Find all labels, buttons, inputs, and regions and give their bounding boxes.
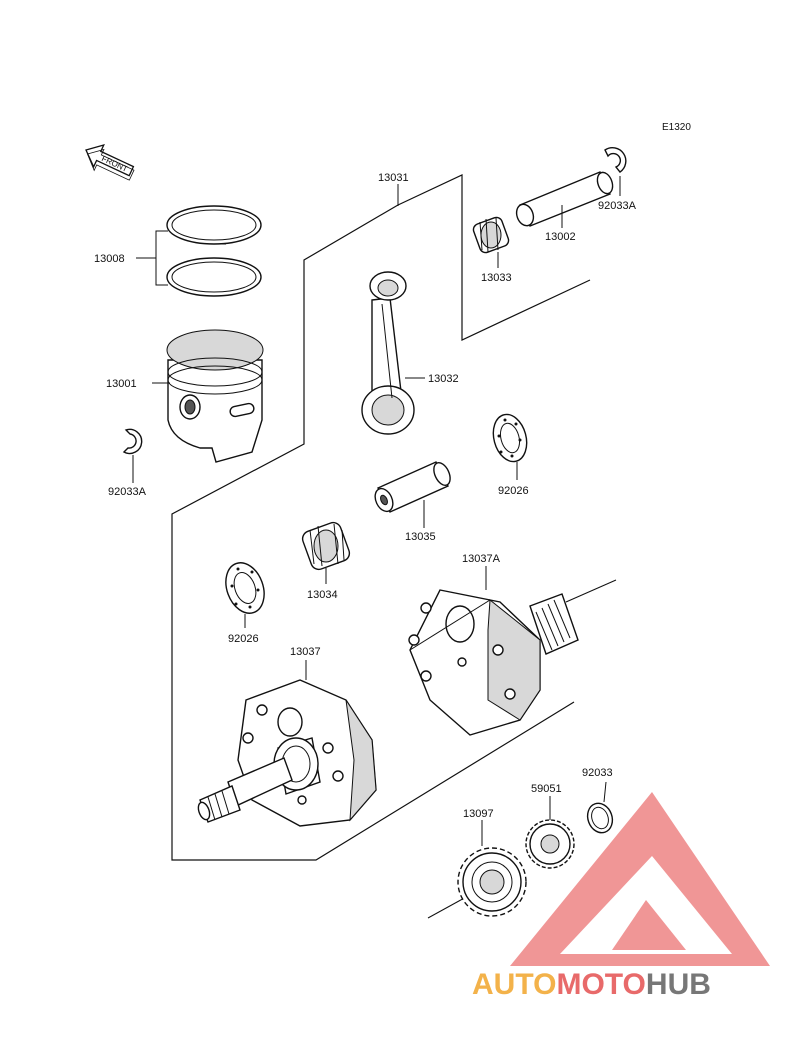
watermark-hub: HUB [646,968,711,1001]
thrust-washer-left [225,562,265,614]
part-label-13002: 13002 [545,231,576,243]
part-label-13034: 13034 [307,589,338,601]
part-label-13033: 13033 [481,272,512,284]
watermark-triangle-icon [510,792,770,966]
part-label-13037: 13037 [290,646,321,658]
front-label: FRONT [100,154,129,174]
diagram-ref-code: E1320 [662,122,691,133]
part-label-92026-left: 92026 [228,633,259,645]
assembly-frame [171,174,591,861]
part-label-92033a-left: 92033A [108,486,147,498]
part-label-13037a: 13037A [462,553,501,565]
part-label-13097: 13097 [463,808,494,820]
part-label-13032: 13032 [428,373,459,385]
watermark-auto: AUTO [472,968,556,1001]
needle-bearing-large [301,521,351,571]
part-label-92026-right: 92026 [498,485,529,497]
crankshaft-left-half [197,679,377,827]
watermark-text: AUTOMOTOHUB [472,968,711,1001]
piston-pin [515,171,614,227]
part-label-13035: 13035 [405,531,436,543]
needle-bearing-small [472,216,510,254]
piston [166,329,264,463]
gear-large [427,847,527,919]
thrust-washer-right [492,413,528,463]
part-label-92033: 92033 [582,767,613,779]
part-label-92033a-right: 92033A [598,200,637,212]
connecting-rod [361,271,415,435]
leader-13008 [155,230,168,286]
circlip-gear [586,802,614,834]
watermark-moto: MOTO [556,968,645,1001]
circlip-right [604,147,627,173]
part-label-13008: 13008 [94,253,125,265]
crankshaft-right-half [408,579,617,736]
part-label-59051: 59051 [531,783,562,795]
watermark-logo [510,792,770,966]
crank-pin [374,461,451,513]
part-label-13001: 13001 [106,378,137,390]
part-label-13031: 13031 [378,172,409,184]
piston-rings [166,205,262,297]
gear-small [525,819,575,869]
circlip-left [122,428,143,455]
front-arrow-icon: FRONT [85,144,135,181]
